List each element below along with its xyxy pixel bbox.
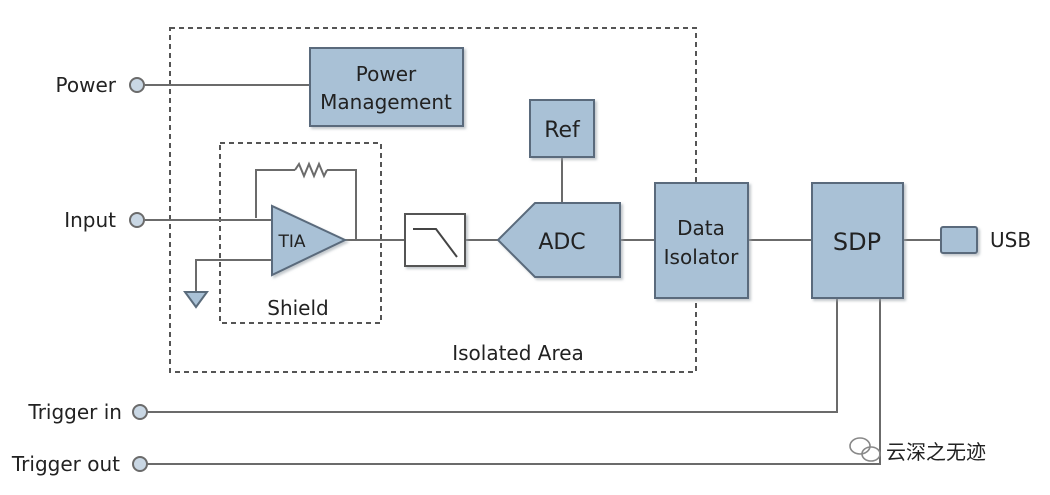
wires [145,84,941,465]
shield-label: Shield [267,296,328,320]
power-management-label-line2: Management [320,90,452,114]
adc-block [496,202,621,278]
ground-icon [183,291,209,309]
power-terminal [129,77,145,93]
power-management-block [309,47,464,127]
watermark-text: 云深之无迹 [886,440,986,464]
trigger-in-label: Trigger in [27,400,122,424]
tia-amplifier [271,204,348,277]
wechat-icon [849,437,881,462]
usb-label: USB [990,228,1031,252]
low-pass-filter-block [404,213,466,267]
data-isolator-block [654,182,749,299]
isolated-area-label: Isolated Area [452,341,584,365]
sdp-label: SDP [833,228,881,256]
input-label: Input [64,208,116,232]
input-terminal [129,212,145,228]
adc-label: ADC [538,230,585,255]
feedback-resistor [294,161,328,179]
watermark: 云深之无迹 [849,437,986,464]
power-management-label-line1: Power [356,62,417,86]
data-isolator-label-line1: Data [677,216,725,240]
trigger-out-terminal [132,456,148,472]
trigger-out-label: Trigger out [11,452,120,476]
low-pass-filter-icon [413,228,458,258]
tia-label: TIA [277,232,305,252]
usb-connector [940,226,978,254]
power-label: Power [56,73,117,97]
ref-label: Ref [544,118,581,143]
data-isolator-label-line2: Isolator [664,245,739,269]
sdp-block [811,182,904,299]
ref-block [529,99,595,158]
trigger-in-terminal [132,404,148,420]
